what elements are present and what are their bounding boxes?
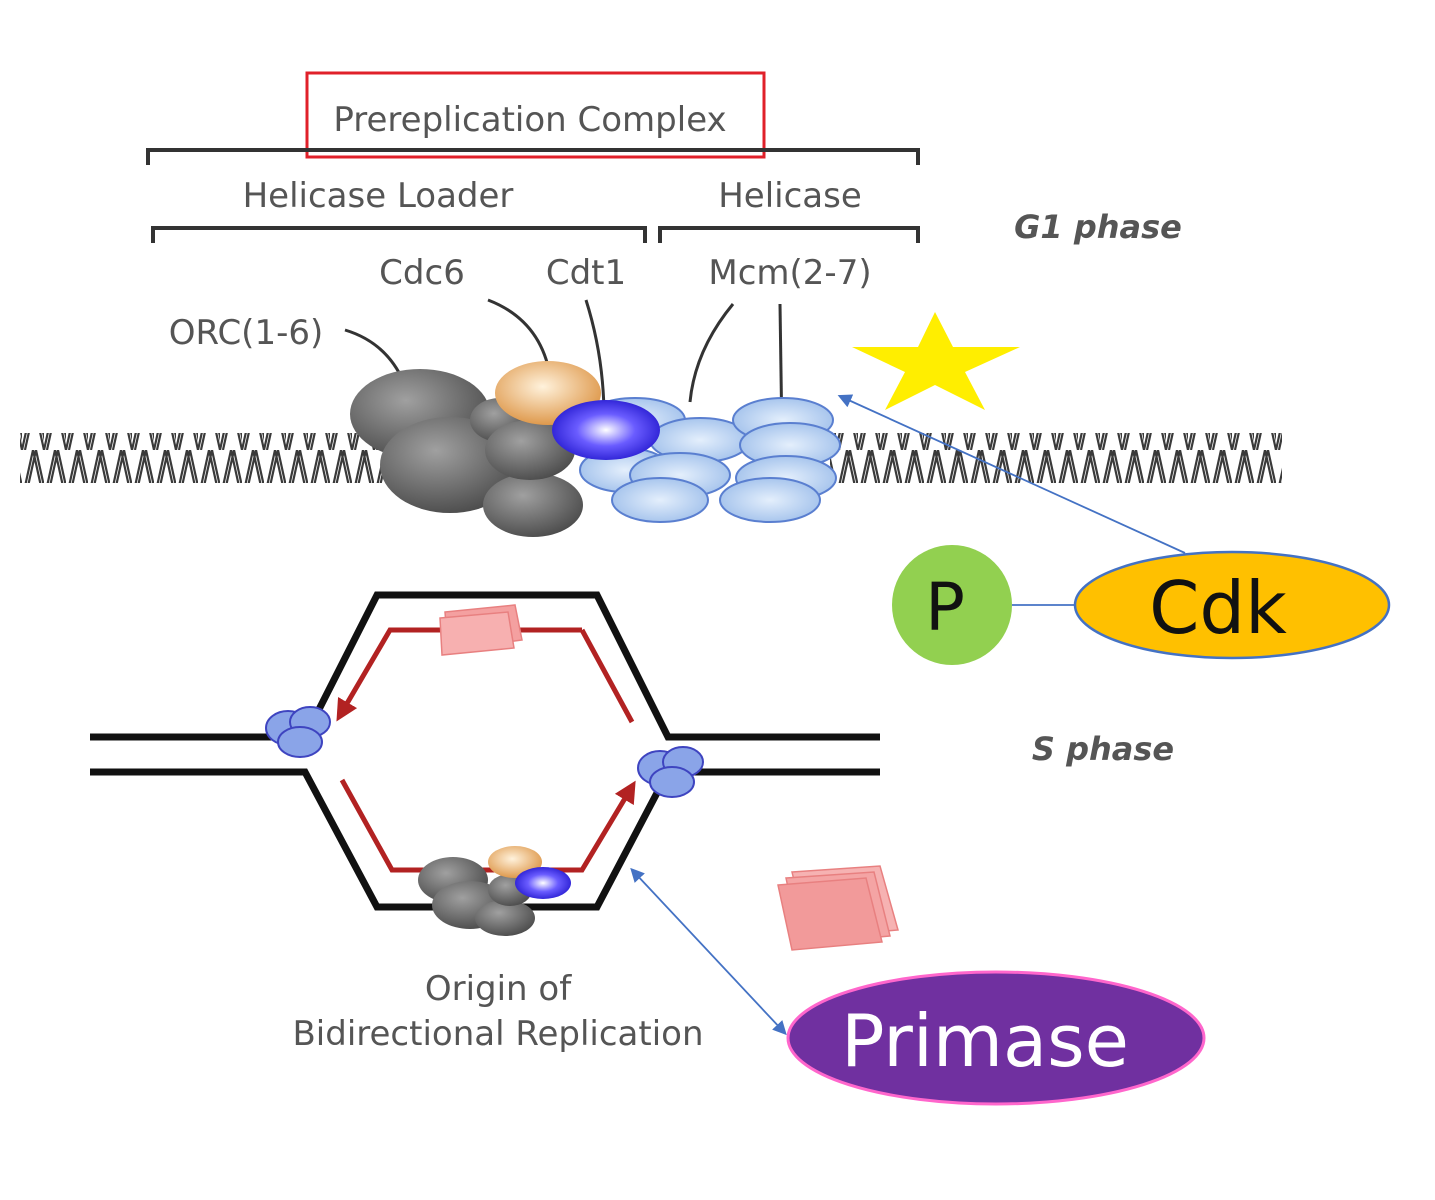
orc-complex: [350, 369, 583, 537]
mcm-label: Mcm(2-7): [708, 253, 871, 293]
cdt1-label: Cdt1: [546, 253, 626, 293]
origin-label-line1: Origin of: [425, 969, 572, 1009]
origin-orc-complex: [418, 857, 535, 936]
dna-helix-left: [20, 433, 390, 483]
origin-cdt1: [515, 867, 571, 899]
prereplication-highlight-box: [305, 71, 766, 159]
primase-double-arrow: [630, 867, 787, 1036]
prereplication-bracket: [146, 148, 920, 165]
cdk-label: Cdk: [1149, 566, 1287, 650]
right-fork-helicase: [637, 746, 704, 798]
dna-helix-right: [830, 433, 1282, 483]
helicase-loader-label: Helicase Loader: [243, 176, 514, 216]
cdc6-label: Cdc6: [379, 253, 465, 293]
phosphate-circle: [892, 545, 1012, 665]
phosphate-label: P: [925, 569, 965, 646]
cdt1-protein: [552, 400, 660, 460]
mcm-leader-1: [688, 303, 735, 403]
primer-top: [439, 604, 523, 656]
leftward-new-strand-tail: [579, 628, 635, 724]
star-icon: [852, 312, 1020, 410]
cdk-to-helicase-arrow: [837, 394, 1186, 554]
prereplication-complex-label: Prereplication Complex: [333, 100, 726, 140]
helicase-bracket: [658, 226, 920, 243]
s-phase-label: S phase: [1032, 730, 1174, 768]
orc-label: ORC(1-6): [169, 313, 324, 353]
primase-ellipse: [786, 970, 1206, 1106]
cdk-ellipse: [1073, 550, 1391, 660]
g1-phase-label: G1 phase: [1014, 208, 1182, 246]
origin-label-line2: Bidirectional Replication: [292, 1014, 703, 1054]
rightward-new-strand: [339, 778, 636, 873]
primase-label: Primase: [841, 999, 1129, 1083]
helicase-label: Helicase: [718, 176, 862, 216]
left-fork-helicase: [265, 706, 331, 758]
helicase-loader-bracket: [151, 226, 647, 243]
primer-stack: [777, 865, 899, 951]
